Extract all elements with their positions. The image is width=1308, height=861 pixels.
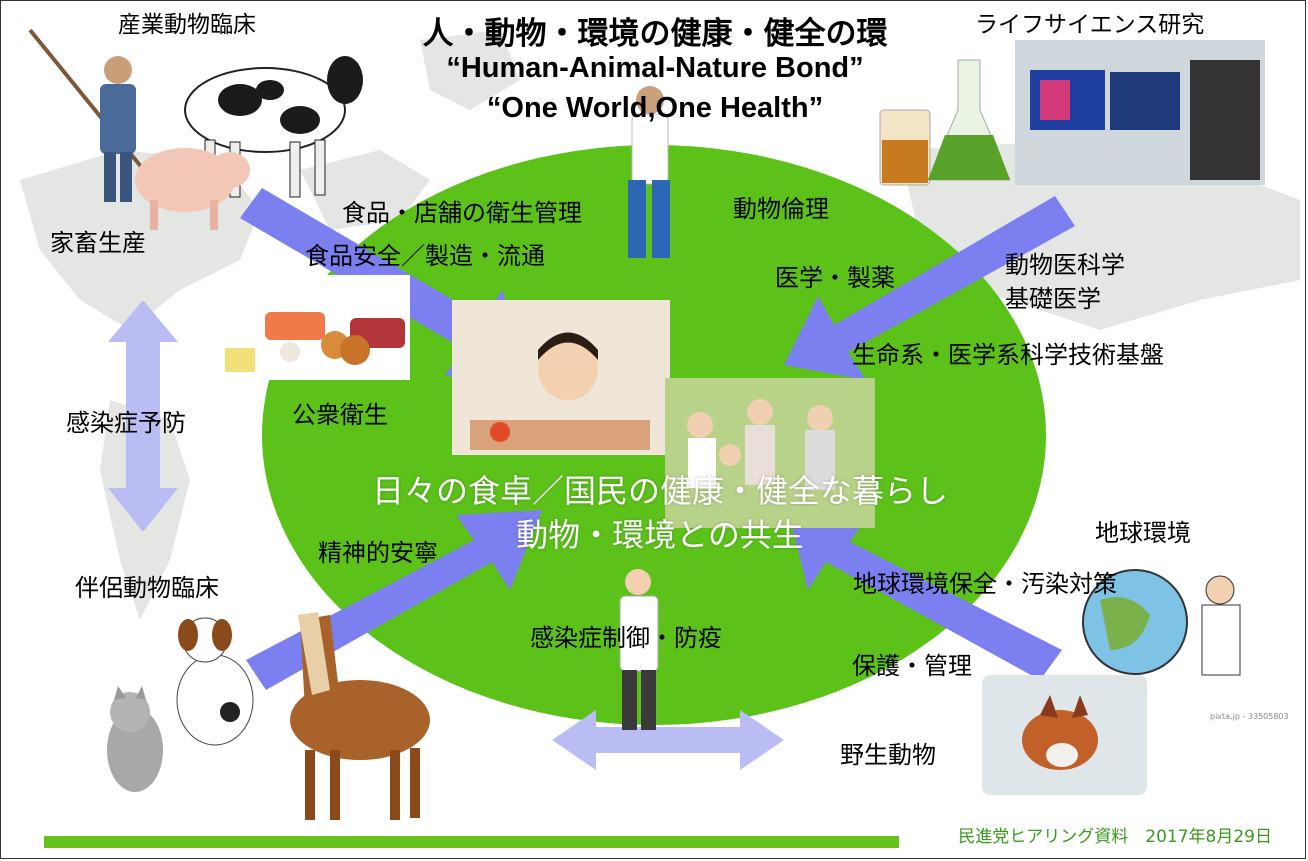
label-industrial-animal-clinic: 産業動物臨床 xyxy=(118,12,256,38)
label-animal-medical-science: 動物医科学 xyxy=(1005,251,1125,279)
title-one-world-one-health: “One World,One Health” xyxy=(486,92,824,124)
label-infection-prevention: 感染症予防 xyxy=(66,409,186,437)
map-greenland xyxy=(420,30,520,110)
image-watermark: pixta.jp - 33505803 xyxy=(1210,712,1289,721)
infection-prevention-double-arrow xyxy=(108,300,178,532)
label-food-safety: 食品安全／製造・流通 xyxy=(305,242,545,270)
label-livestock-production: 家畜生産 xyxy=(50,229,146,257)
lab-flasks-image xyxy=(879,59,1011,186)
label-medicine-pharma: 医学・製薬 xyxy=(775,264,895,292)
child-photo xyxy=(452,300,670,455)
title-japanese: 人・動物・環境の健康・健全の環 xyxy=(422,16,888,52)
fox-image xyxy=(982,675,1147,795)
label-companion-animal-clinic: 伴侶動物臨床 xyxy=(75,574,219,602)
arrow-wildlife xyxy=(788,510,1062,680)
label-animal-ethics: 動物倫理 xyxy=(733,195,829,223)
footer-text: 民進党ヒアリング資料 2017年8月29日 xyxy=(958,827,1272,847)
cat-image xyxy=(107,686,163,792)
label-mental-peace: 精神的安寧 xyxy=(318,539,438,567)
food-image xyxy=(215,275,410,380)
label-public-health: 公衆衛生 xyxy=(292,401,388,429)
map-europe xyxy=(300,150,430,230)
horse-image xyxy=(290,612,430,820)
label-environment-conservation: 地球環境保全・汚染対策 xyxy=(853,570,1117,598)
label-wildlife: 野生動物 xyxy=(840,741,936,769)
label-life-medical-science-base: 生命系・医学系科学技術基盤 xyxy=(852,341,1164,369)
farmer-image xyxy=(28,28,162,202)
pig-image xyxy=(135,148,250,230)
label-global-environment: 地球環境 xyxy=(1095,519,1191,547)
label-infection-control: 感染症制御・防疫 xyxy=(530,624,722,652)
label-life-science-research: ライフサイエンス研究 xyxy=(975,12,1205,38)
infection-control-double-arrow xyxy=(552,710,784,770)
label-food-hygiene: 食品・店舗の衛生管理 xyxy=(342,199,582,227)
center-text-line1: 日々の食卓／国民の健康・健全な暮らし xyxy=(371,472,948,510)
family-photo xyxy=(665,378,875,528)
doctor-woman-image xyxy=(628,86,670,258)
footer-bar xyxy=(44,836,899,848)
arrow-life-science xyxy=(784,196,1075,380)
label-protection-management: 保護・管理 xyxy=(852,652,972,680)
title-human-animal-nature: “Human-Animal-Nature Bond” xyxy=(446,52,864,84)
center-text-line2: 動物・環境との共生 xyxy=(516,516,804,554)
lab-monitors-image xyxy=(1015,40,1265,185)
label-basic-medicine: 基礎医学 xyxy=(1005,285,1101,313)
doctor-man-image xyxy=(619,569,659,730)
dog-image xyxy=(176,617,254,746)
map-asia xyxy=(900,140,1300,330)
